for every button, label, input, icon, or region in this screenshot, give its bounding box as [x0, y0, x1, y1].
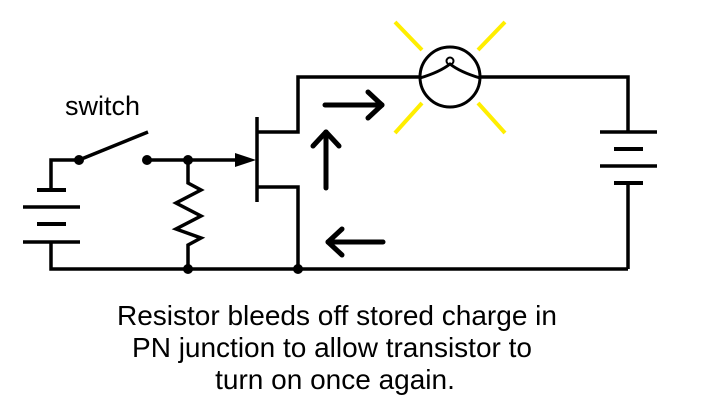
right-battery [480, 75, 657, 269]
resistor [171, 160, 206, 269]
caption: Resistor bleeds off stored charge in PN … [117, 300, 557, 395]
arrow-left-icon [325, 226, 386, 258]
switch-label: switch [65, 91, 140, 121]
caption-line-3: turn on once again. [215, 364, 455, 395]
switch [78, 130, 149, 162]
caption-line-2: PN junction to allow transistor to [132, 332, 532, 363]
jfet-transistor [255, 75, 420, 269]
caption-line-1: Resistor bleeds off stored charge in [117, 300, 557, 331]
arrow-up-icon [310, 129, 342, 191]
light-rays [393, 20, 507, 135]
lamp [418, 45, 482, 109]
junction-dots [74, 155, 303, 274]
left-battery [23, 158, 628, 271]
current-arrows [310, 89, 386, 258]
arrow-right-icon [322, 89, 385, 121]
gate-arrowhead [235, 153, 256, 167]
